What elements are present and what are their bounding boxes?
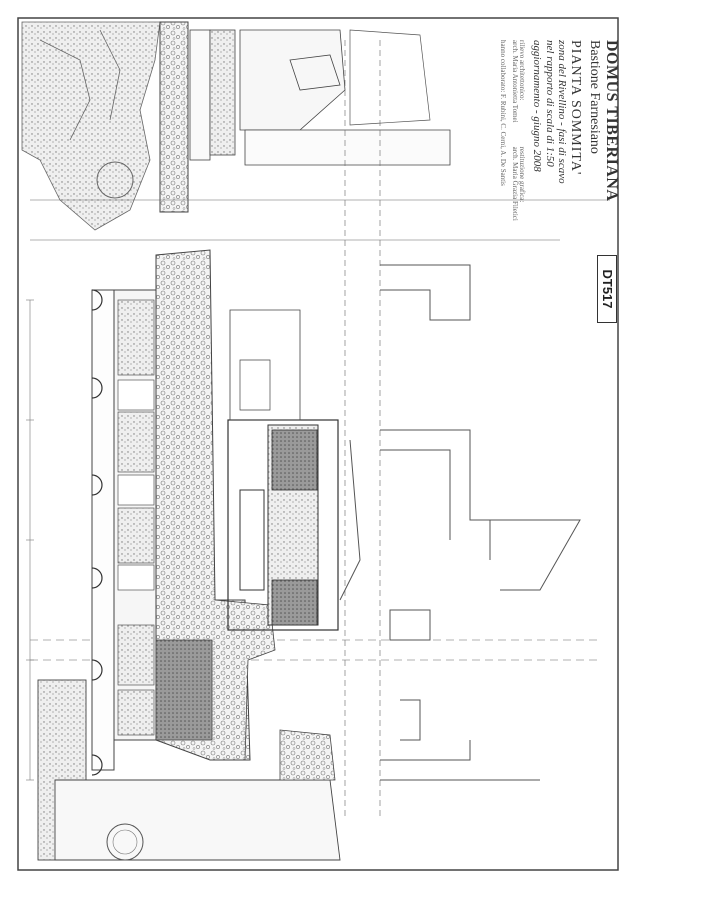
credits-left-title: rilievo architettonico: bbox=[518, 40, 527, 101]
rubble-area-top bbox=[21, 21, 161, 231]
sheet-code: DT517 bbox=[600, 269, 615, 309]
dimension-lines-left bbox=[26, 299, 34, 781]
rubble-fill-main bbox=[155, 249, 276, 761]
drawing-title: DOMUS TIBERIANA bbox=[603, 40, 620, 202]
credits-right-name: arch. Maria Grazia Filetici bbox=[510, 146, 519, 221]
structure-top bbox=[159, 21, 451, 213]
scale-description: nel rapporto di scala di 1:50 bbox=[543, 40, 556, 167]
sheet-code-box: DT517 bbox=[597, 255, 617, 323]
sheet-border bbox=[17, 17, 619, 871]
update-date: aggiornamento - giugno 2008 bbox=[531, 40, 544, 172]
zone-description: zona del Rivellino - fasi di scavo bbox=[555, 40, 568, 184]
collaborators: hanno collaborato: F. Rubini, C. Cerni, … bbox=[498, 40, 507, 186]
structure-bottom bbox=[37, 679, 341, 861]
niche-wall bbox=[91, 289, 157, 776]
drawing-subtitle: Bastione Farnesiano bbox=[587, 40, 603, 154]
plan-label: PIANTA SOMMITA' bbox=[568, 40, 584, 176]
credits-left-name: arch. Maria Antonietta Tomei bbox=[510, 40, 519, 123]
title-block: DOMUS TIBERIANA Bastione Farnesiano PIAN… bbox=[470, 40, 620, 460]
wall-outlines-right bbox=[339, 264, 581, 781]
credits-right-title: restituzione grafica: bbox=[518, 146, 527, 203]
central-room bbox=[227, 309, 339, 631]
stamp-seal bbox=[106, 823, 144, 861]
